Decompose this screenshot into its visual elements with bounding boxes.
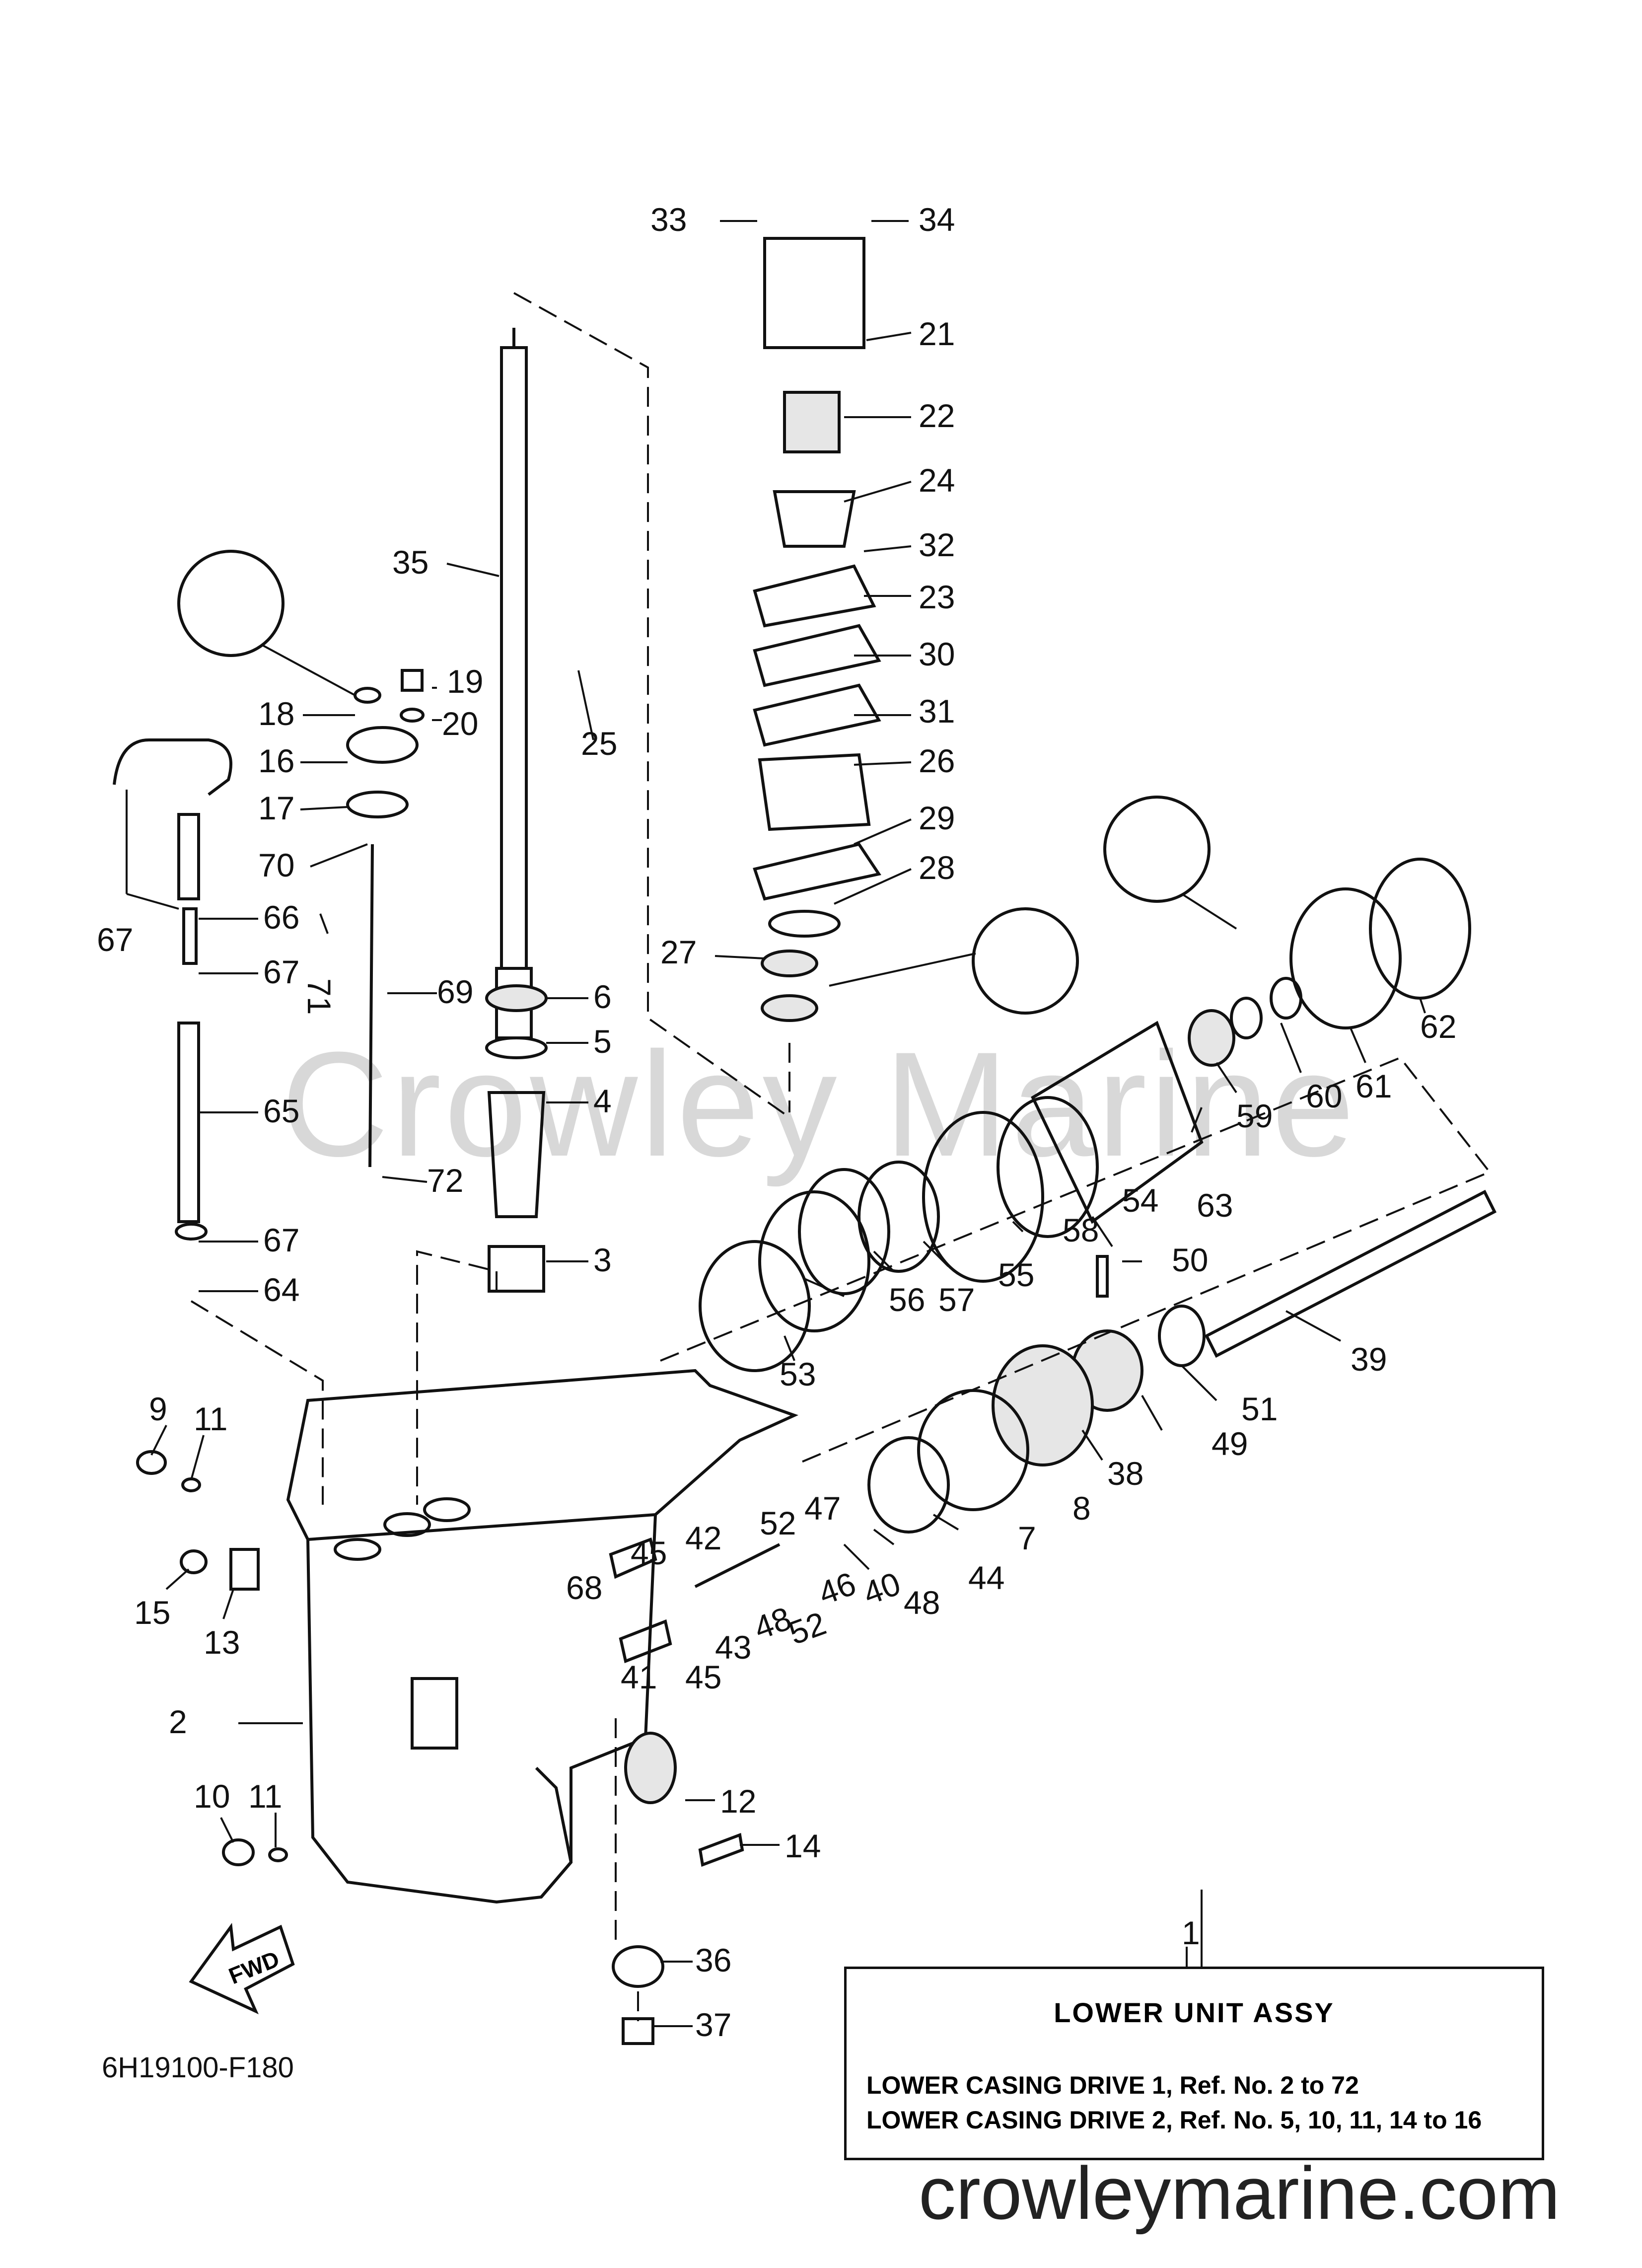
callout: 39 xyxy=(1351,1341,1387,1378)
callout: 6 xyxy=(593,978,612,1015)
drive-shaft xyxy=(495,328,533,1039)
callout: 13 xyxy=(204,1624,240,1661)
callout: 26 xyxy=(919,742,955,779)
callout: 66 xyxy=(263,899,299,936)
callout: 55 xyxy=(998,1256,1034,1293)
drawing-code: 6H19100-F180 xyxy=(102,2051,294,2084)
callout: 65 xyxy=(263,1093,299,1129)
callout: 37 xyxy=(695,2006,731,2043)
callout: 46 xyxy=(814,1565,860,1612)
callout: 71 xyxy=(301,978,338,1015)
callout: 51 xyxy=(1241,1390,1278,1427)
callout: 67 xyxy=(263,1222,299,1258)
title-box-title: LOWER UNIT ASSY xyxy=(1054,1997,1335,2028)
propeller-shaft xyxy=(699,1189,1497,1534)
callout: 29 xyxy=(919,800,955,836)
detail-circles xyxy=(177,550,1237,1015)
callout: 30 xyxy=(919,636,955,672)
callout: 16 xyxy=(258,742,294,779)
callout: 68 xyxy=(566,1569,602,1606)
callout: 31 xyxy=(919,693,955,730)
callout: 28 xyxy=(919,849,955,886)
callout: 20 xyxy=(442,705,478,742)
callout: 4 xyxy=(593,1083,612,1119)
callout: 50 xyxy=(1172,1242,1208,1278)
callout: 7 xyxy=(1018,1520,1036,1556)
callout: 36 xyxy=(695,1942,731,1978)
callout: 11 xyxy=(194,1400,228,1437)
callout: 18 xyxy=(258,695,294,732)
callout: 34 xyxy=(919,201,955,238)
callout: 58 xyxy=(1063,1212,1099,1248)
fwd-label: FWD xyxy=(225,1946,283,1989)
callout: 72 xyxy=(427,1162,463,1199)
callout: 15 xyxy=(134,1594,170,1631)
callout: 40 xyxy=(858,1565,905,1612)
callout: 53 xyxy=(780,1356,816,1392)
callout: 24 xyxy=(919,462,955,499)
callout: 17 xyxy=(258,790,294,826)
callout: 52 xyxy=(784,1605,831,1652)
callout: 19 xyxy=(447,663,483,700)
callout: 59 xyxy=(1236,1097,1273,1134)
callout: 25 xyxy=(581,725,617,762)
callout: 44 xyxy=(968,1559,1004,1596)
callout: 12 xyxy=(720,1783,756,1820)
callout: 14 xyxy=(785,1828,821,1864)
site-watermark: crowleymarine.com xyxy=(919,2151,1560,2235)
title-box: LOWER UNIT ASSY LOWER CASING DRIVE 1, Re… xyxy=(844,1967,1544,2160)
callout: 3 xyxy=(593,1242,612,1278)
shift-rod-and-tube xyxy=(113,738,374,1241)
callout: 8 xyxy=(1072,1490,1091,1527)
callout: 67 xyxy=(97,921,133,958)
callout: 69 xyxy=(437,973,473,1010)
callout: 5 xyxy=(593,1023,612,1060)
callout: 22 xyxy=(919,397,955,434)
callout: 9 xyxy=(149,1390,167,1427)
shaft-bearings xyxy=(485,984,548,1293)
callout: 43 xyxy=(715,1629,751,1666)
callout: 21 xyxy=(919,315,955,352)
callout: 45 xyxy=(631,1535,667,1571)
callout: 60 xyxy=(1306,1078,1342,1114)
title-box-line-2: LOWER CASING DRIVE 2, Ref. No. 5, 10, 11… xyxy=(866,2106,1482,2134)
callout: 67 xyxy=(263,953,299,990)
callout: 47 xyxy=(804,1490,841,1527)
callout: 41 xyxy=(621,1659,657,1695)
callout: 1 xyxy=(1182,1914,1200,1951)
leader-lines xyxy=(126,220,1426,2027)
callout: 32 xyxy=(919,526,955,563)
callout: 63 xyxy=(1197,1187,1233,1224)
callout: 49 xyxy=(1212,1425,1248,1462)
callout: 27 xyxy=(660,934,697,970)
callout: 48 xyxy=(904,1584,940,1621)
fwd-arrow: FWD xyxy=(189,1922,295,2015)
callout: 70 xyxy=(258,847,294,883)
callout: 45 xyxy=(685,1659,721,1695)
callout: 42 xyxy=(685,1520,721,1556)
assembly-lines xyxy=(190,292,1492,2021)
callout: 2 xyxy=(169,1703,187,1740)
callout: 57 xyxy=(938,1281,975,1318)
title-box-line-1: LOWER CASING DRIVE 1, Ref. No. 2 to 72 xyxy=(866,2071,1359,2099)
callout: 23 xyxy=(919,579,955,615)
callout: 61 xyxy=(1356,1068,1392,1104)
callout: 38 xyxy=(1107,1455,1143,1492)
misc-small-parts xyxy=(136,1255,1109,2045)
callout: 33 xyxy=(650,201,687,238)
water-pump-stack xyxy=(753,237,881,1022)
shift-rod-cap xyxy=(346,669,425,818)
lower-casing xyxy=(286,1369,799,1904)
callout: 56 xyxy=(889,1281,925,1318)
callout: 52 xyxy=(760,1505,796,1541)
callout: 64 xyxy=(263,1271,299,1308)
bearing-housing-group xyxy=(758,858,1471,1332)
callout: 54 xyxy=(1122,1182,1158,1219)
callout: 62 xyxy=(1420,1008,1456,1045)
callout: 35 xyxy=(392,544,428,581)
callout: 11 xyxy=(248,1778,283,1815)
callouts: 1 2 3 4 5 6 7 8 9 10 11 11 12 13 14 15 1… xyxy=(97,201,1456,2043)
callout: 10 xyxy=(194,1778,230,1815)
